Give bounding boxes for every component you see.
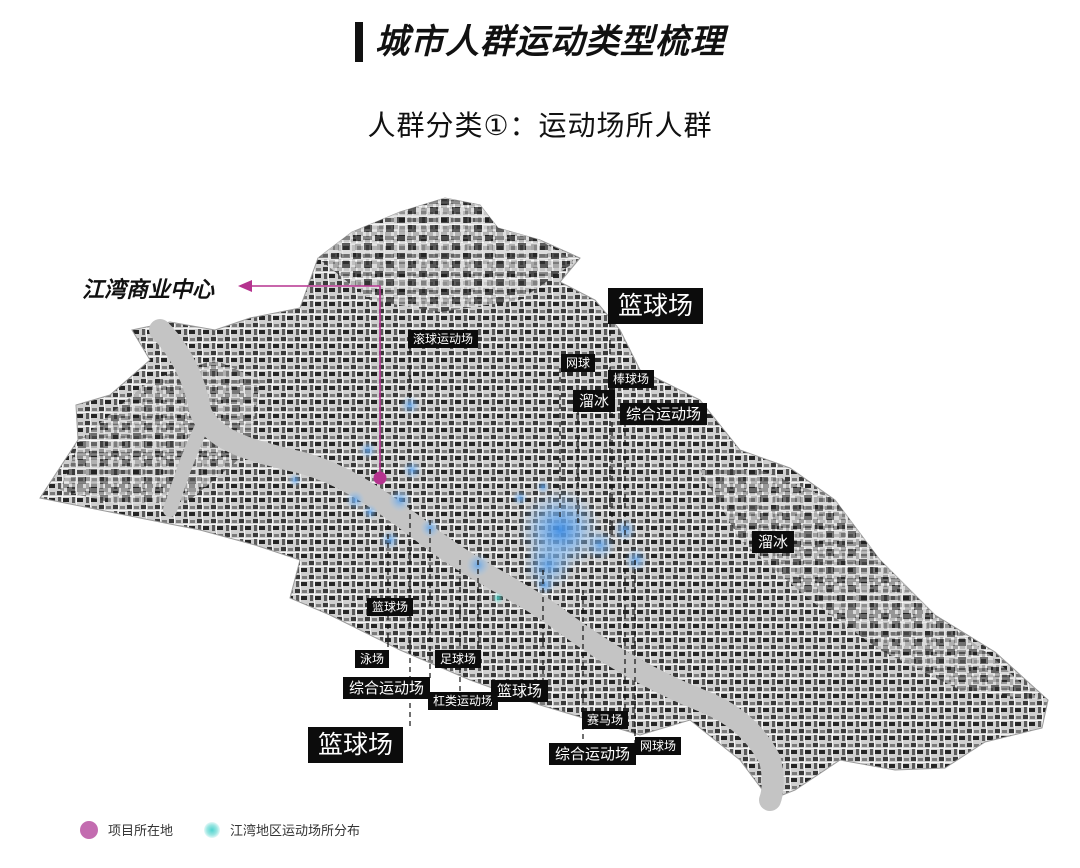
urban-patch-north xyxy=(318,198,575,312)
tag-gunqiu: 滚球运动场 xyxy=(408,330,479,348)
urban-patch-west xyxy=(60,360,260,505)
project-marker[interactable] xyxy=(238,280,387,485)
tag-zuqiu: 足球场 xyxy=(435,650,482,668)
tag-lanqiu-top: 篮球场 xyxy=(608,288,704,324)
legend-venues: 江湾地区运动场所分布 xyxy=(204,820,360,839)
tag-zonghe-top: 综合运动场 xyxy=(620,403,708,425)
tag-saima: 赛马场 xyxy=(582,711,629,729)
urban-patch-east xyxy=(700,470,1040,700)
page-title: 城市人群运动类型梳理 xyxy=(355,22,725,62)
tag-lanqiu-mid: 篮球场 xyxy=(491,680,549,702)
tag-yongchang: 泳场 xyxy=(355,650,390,668)
tag-ganlei: 杠类运动场 xyxy=(428,692,499,710)
tag-liubing-top: 溜冰 xyxy=(573,390,616,412)
venue-heatmap xyxy=(288,395,648,604)
tag-lanqiu-small: 篮球场 xyxy=(367,598,414,616)
page-subtitle: 人群分类①：运动场所人群 xyxy=(367,109,713,142)
tag-bangqiu: 棒球场 xyxy=(608,370,655,388)
river-branch xyxy=(163,413,212,517)
legend-project-label: 项目所在地 xyxy=(108,824,174,839)
legend-venues-label: 江湾地区运动场所分布 xyxy=(230,824,361,839)
tag-wangqiu-bottom: 网球场 xyxy=(635,737,682,755)
project-label: 江湾商业中心 xyxy=(82,278,215,303)
legend-project: 项目所在地 xyxy=(80,820,173,839)
tag-zonghe-left: 综合运动场 xyxy=(343,677,431,699)
tag-wangqiu-top: 网球 xyxy=(561,354,596,372)
tag-liubing-right: 溜冰 xyxy=(752,531,795,553)
venue-dot-icon xyxy=(204,821,220,838)
tag-zonghe-bottom: 综合运动场 xyxy=(549,743,637,765)
project-dot-icon xyxy=(80,820,98,839)
tag-lanqiu-bottom: 篮球场 xyxy=(308,727,404,763)
